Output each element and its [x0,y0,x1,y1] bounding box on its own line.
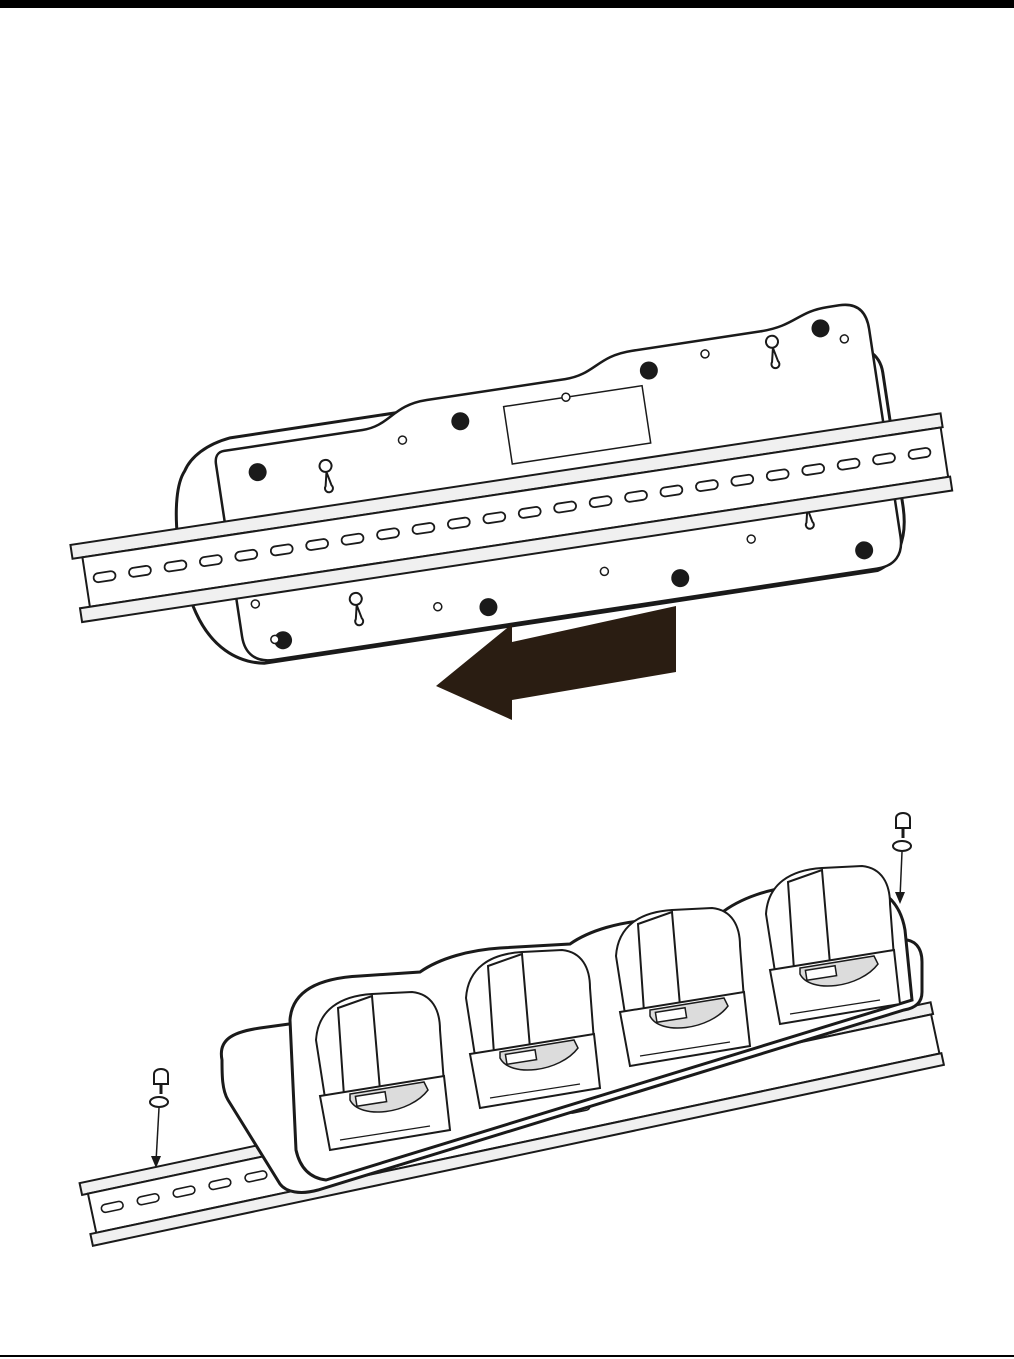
cradle-bay [466,950,600,1108]
cradle-bay [316,992,450,1150]
cradle-bay [616,908,750,1066]
cradle-figure [80,813,944,1246]
right-screw [893,813,911,904]
cradle-bay [766,866,900,1024]
left-screw [150,1069,168,1168]
page-bottom-rule [0,1355,1014,1357]
